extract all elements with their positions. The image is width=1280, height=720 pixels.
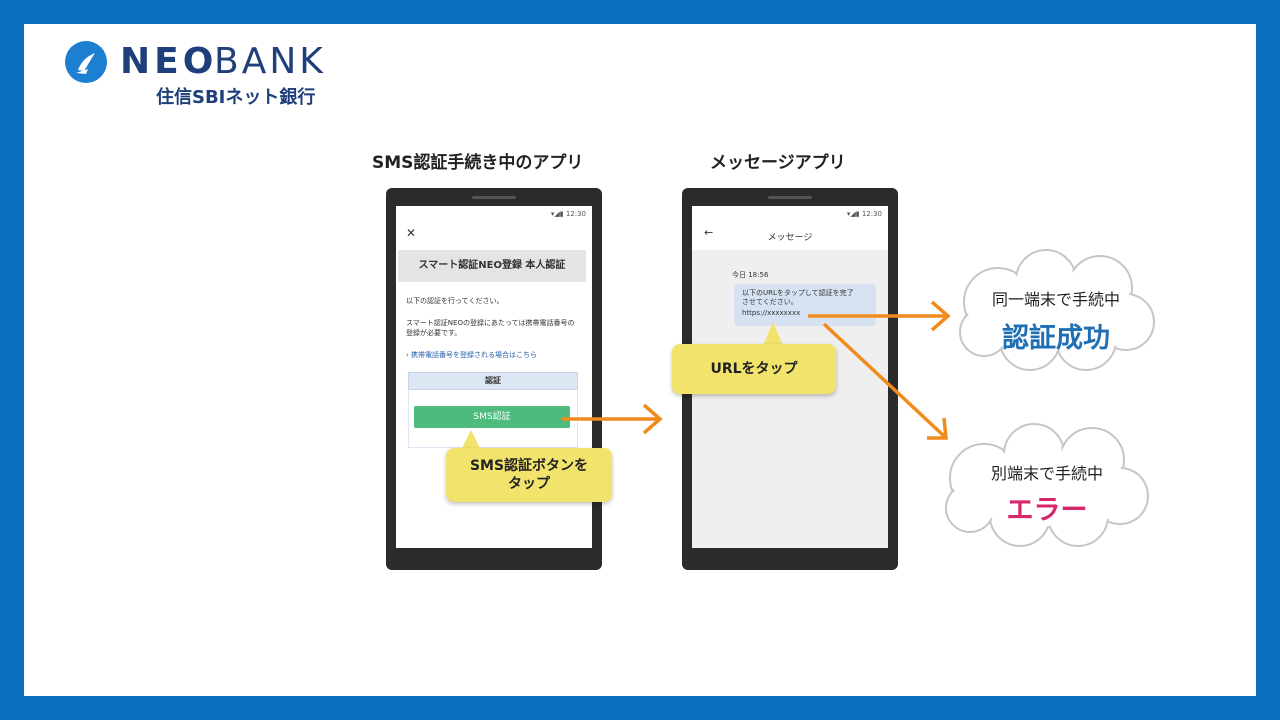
status-bar: ▾◢▮ 12:30 xyxy=(551,210,586,218)
left-callout: SMS認証ボタンを タップ xyxy=(446,448,612,502)
right-callout: URLをタップ xyxy=(672,344,836,394)
message-line1: 以下のURLをタップして認証を完了 xyxy=(742,289,854,297)
phone-speaker xyxy=(768,196,812,199)
message-date: 今日 18:56 xyxy=(732,271,769,279)
chevron-right-icon: › xyxy=(406,351,409,359)
left-column-title: SMS認証手続き中のアプリ xyxy=(372,153,584,173)
success-cloud xyxy=(959,249,1155,371)
message-title: メッセージ xyxy=(767,233,813,243)
section-header: 認証 xyxy=(408,372,578,390)
register-phone-link-label: 携帯電話番号を登録される場合はこちら xyxy=(411,351,538,359)
instruction-text: 以下の認証を行ってください。 xyxy=(406,297,504,305)
sms-auth-button[interactable]: SMS認証 xyxy=(414,406,570,428)
register-phone-link[interactable]: › 携帯電話番号を登録される場合はこちら xyxy=(406,350,537,360)
other-device-label: 別端末で手続中 xyxy=(990,464,1103,483)
message-url[interactable]: https://xxxxxxxx xyxy=(742,309,801,317)
error-cloud xyxy=(945,423,1149,547)
message-bubble[interactable]: 以下のURLをタップして認証を完了 させてください。 https://xxxxx… xyxy=(734,284,876,326)
message-line2: させてください。 xyxy=(742,298,798,306)
logo-word-bank: BANK xyxy=(214,41,326,82)
left-callout-line1: SMS認証ボタンを xyxy=(469,458,589,474)
arrow-to-message-app xyxy=(562,403,663,435)
right-column-title: メッセージアプリ xyxy=(710,153,846,173)
status-time: 12:30 xyxy=(565,210,586,218)
same-device-label: 同一端末で手続中 xyxy=(991,290,1120,309)
logo-word-neo: NEO xyxy=(120,41,218,82)
neobank-logo: NEO BANK 住信SBIネット銀行 xyxy=(64,40,364,112)
success-result: 認証成功 xyxy=(1002,323,1110,354)
arrow-to-error xyxy=(822,322,946,438)
right-callout-pointer xyxy=(762,322,784,348)
left-callout-pointer xyxy=(460,430,482,452)
status-bar: ▾◢▮ 12:30 xyxy=(847,210,882,218)
left-phone: ▾◢▮ 12:30 ✕ スマート認証NEO登録 本人認証 以下の認証を行ってくだ… xyxy=(386,188,602,570)
arrow-head-success xyxy=(930,300,951,332)
message-app-bar xyxy=(692,206,888,250)
error-result: エラー xyxy=(1006,495,1088,526)
status-time: 12:30 xyxy=(861,210,882,218)
screen-header: スマート認証NEO登録 本人認証 xyxy=(398,250,586,282)
outcome-arrows xyxy=(808,300,951,440)
logo-subtitle: 住信SBIネット銀行 xyxy=(156,87,316,108)
phone-speaker xyxy=(472,196,516,199)
logo-mark-icon xyxy=(65,41,107,83)
notice-text-line1: スマート認証NEOの登録にあたっては携帯電話番号の xyxy=(406,319,575,327)
arrow-head-error xyxy=(927,417,948,440)
back-arrow-icon[interactable]: ← xyxy=(704,226,714,239)
signal-icon: ▾◢▮ xyxy=(550,210,564,218)
signal-icon: ▾◢▮ xyxy=(846,210,860,218)
notice-text-line2: 登録が必要です。 xyxy=(406,329,462,337)
left-callout-line2: タップ xyxy=(508,476,550,492)
close-icon[interactable]: ✕ xyxy=(406,226,417,240)
left-phone-screen: ▾◢▮ 12:30 ✕ スマート認証NEO登録 本人認証 以下の認証を行ってくだ… xyxy=(396,206,592,548)
